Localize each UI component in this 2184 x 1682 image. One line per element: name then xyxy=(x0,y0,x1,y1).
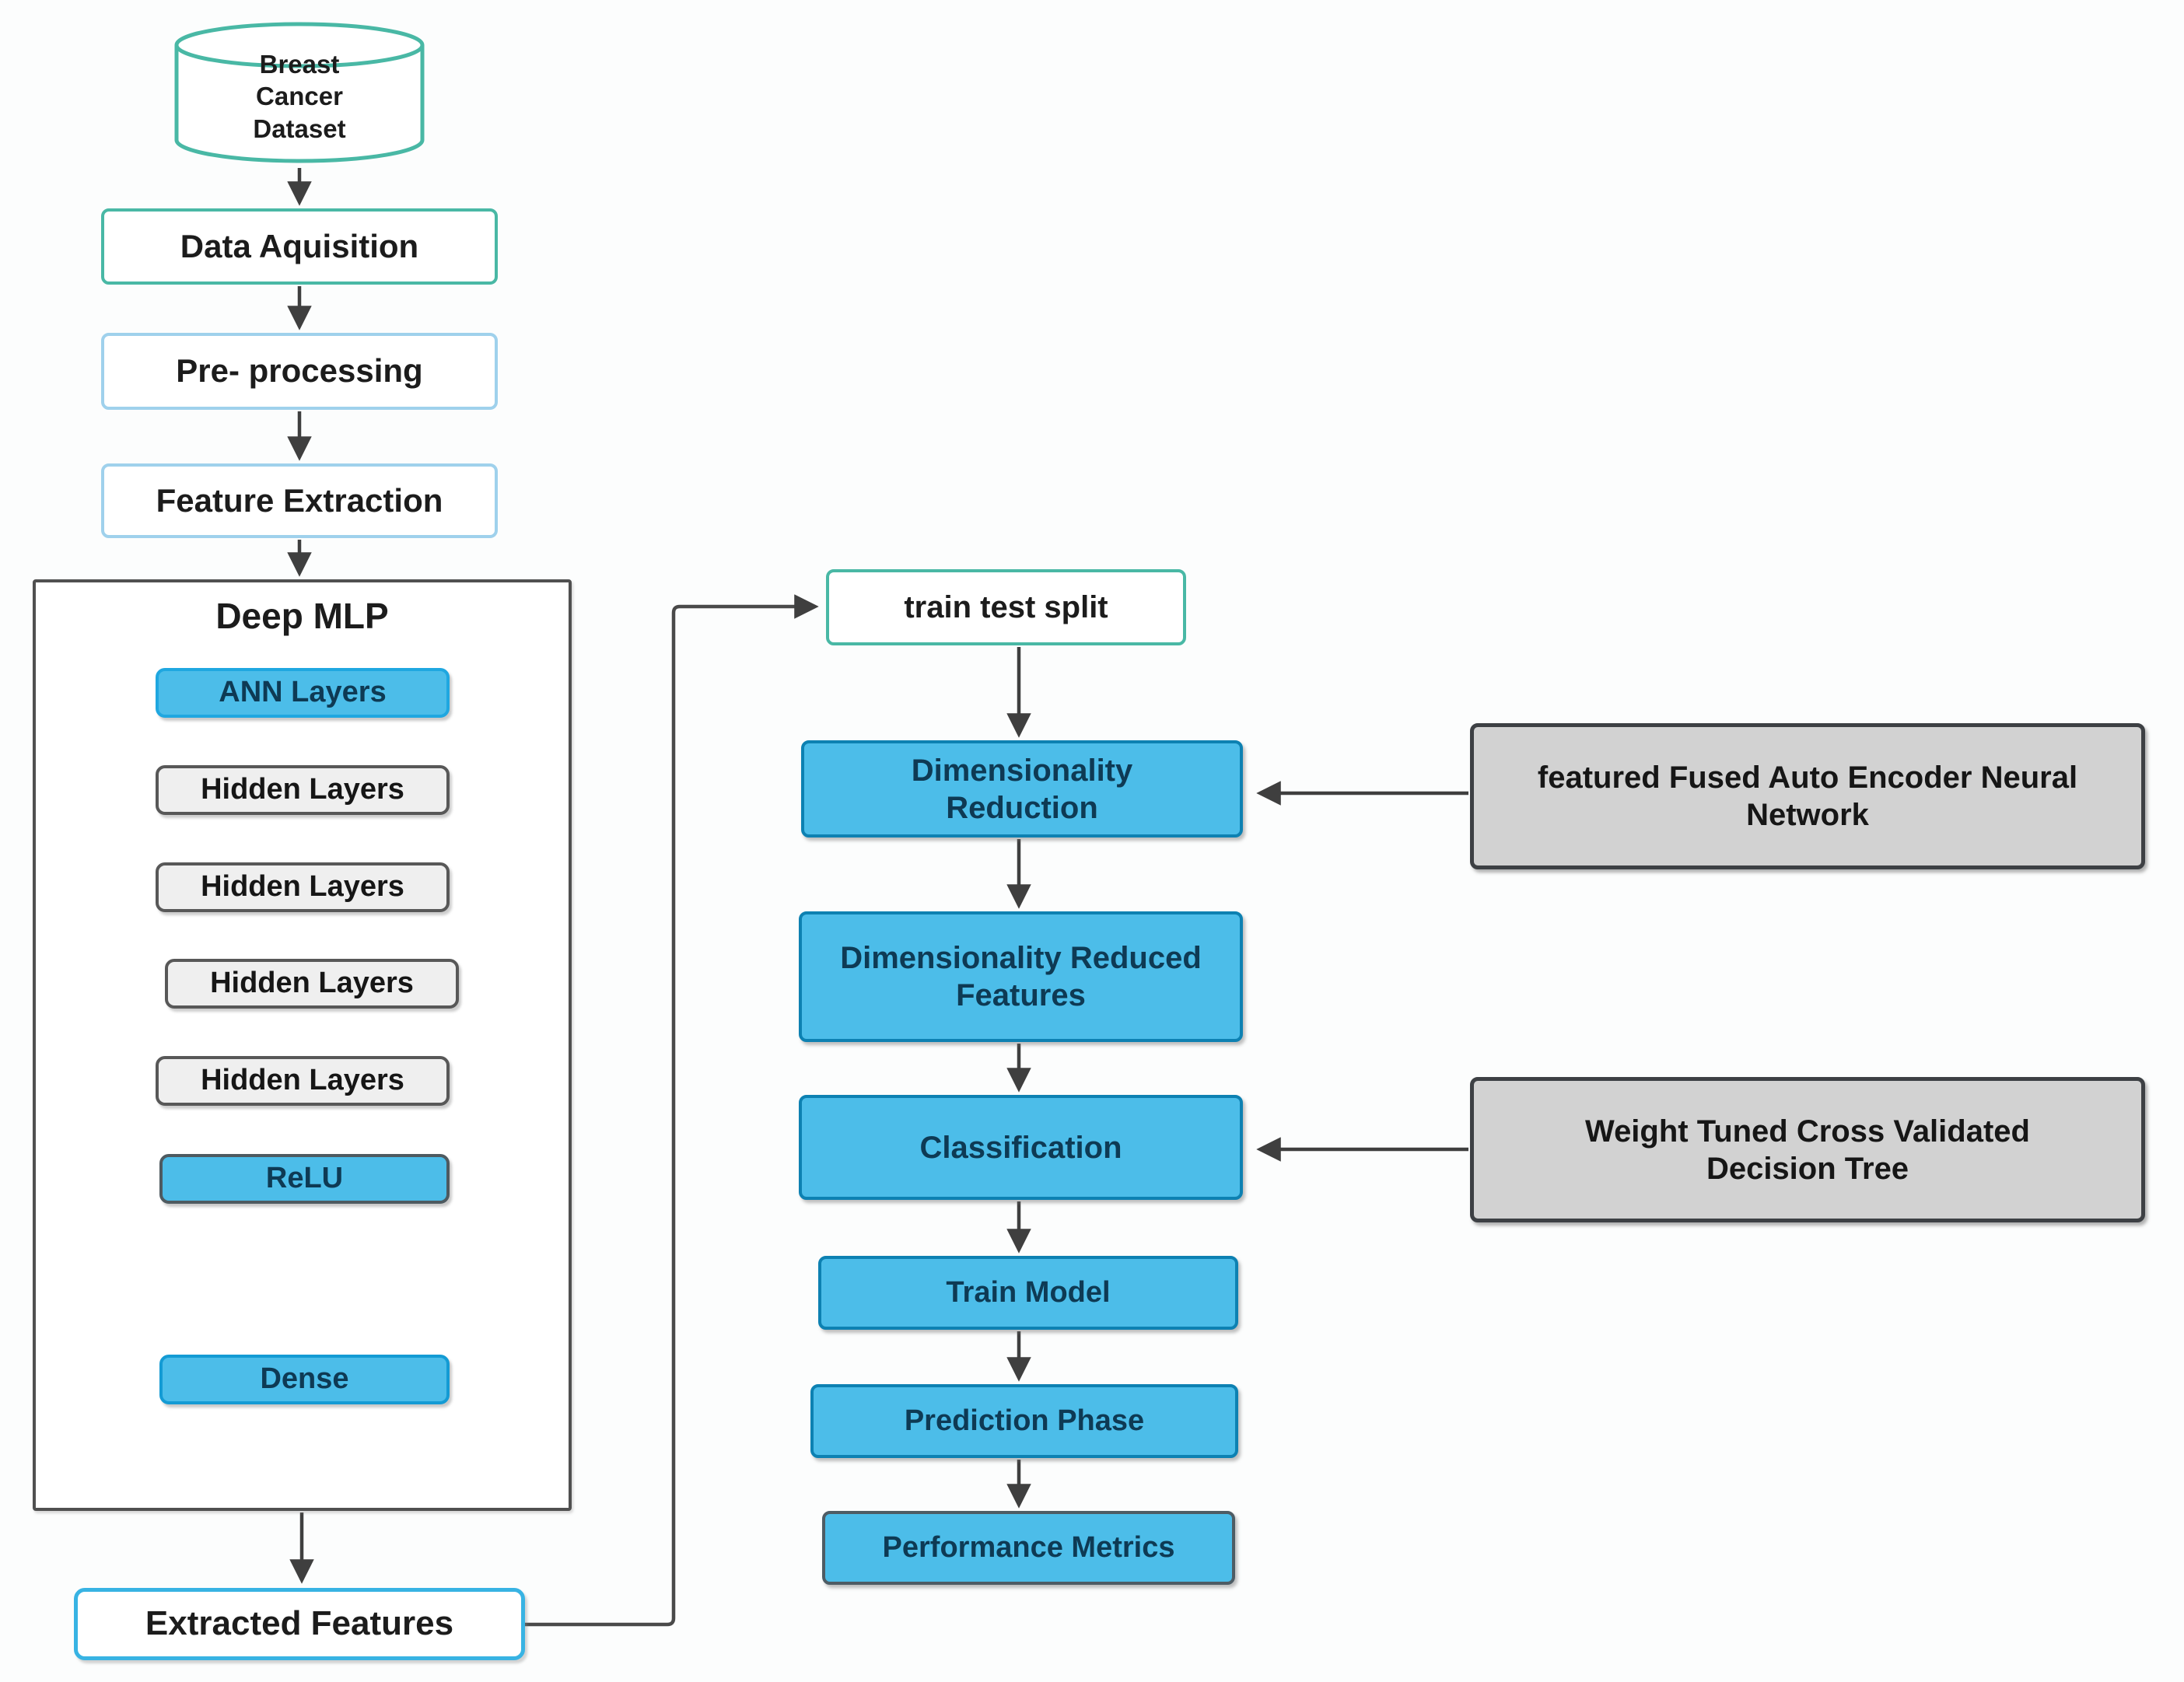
dense-node: Dense xyxy=(159,1355,450,1404)
classification-label: Classification xyxy=(919,1130,1122,1165)
pre-processing-label: Pre- processing xyxy=(176,352,423,390)
hidden-layers-label-4: Hidden Layers xyxy=(201,1064,404,1097)
classification-node: Classification xyxy=(799,1095,1243,1200)
dimensionality-reduced-features-label: Dimensionality Reduced Features xyxy=(840,941,1202,1012)
relu-node: ReLU xyxy=(159,1154,450,1204)
relu-label: ReLU xyxy=(265,1162,344,1195)
decision-tree-node: Weight Tuned Cross Validated Decision Tr… xyxy=(1470,1077,2145,1222)
fused-auto-encoder-node: featured Fused Auto Encoder Neural Netwo… xyxy=(1470,723,2145,869)
ann-layers-node: ANN Layers xyxy=(156,668,450,718)
dimensionality-reduction-node: Dimensionality Reduction xyxy=(801,740,1243,838)
ann-layers-label: ANN Layers xyxy=(219,676,387,709)
hidden-layers-node-2: Hidden Layers xyxy=(156,862,450,912)
decision-tree-label: Weight Tuned Cross Validated Decision Tr… xyxy=(1585,1114,2030,1186)
prediction-phase-node: Prediction Phase xyxy=(810,1384,1238,1458)
hidden-layers-label-1: Hidden Layers xyxy=(201,773,404,806)
hidden-layers-label-3: Hidden Layers xyxy=(210,967,414,1000)
hidden-layers-label-2: Hidden Layers xyxy=(201,870,404,904)
extracted-features-node: Extracted Features xyxy=(74,1588,525,1660)
prediction-phase-label: Prediction Phase xyxy=(904,1404,1145,1437)
data-aquisition-step: Data Aquisition xyxy=(101,208,498,285)
dataset-cylinder-label: Breast Cancer Dataset xyxy=(222,50,377,143)
data-aquisition-label: Data Aquisition xyxy=(180,227,419,264)
train-model-node: Train Model xyxy=(818,1256,1238,1330)
dimensionality-reduction-label: Dimensionality Reduction xyxy=(911,753,1133,825)
hidden-layers-node-1: Hidden Layers xyxy=(156,765,450,815)
extracted-features-label: Extracted Features xyxy=(145,1604,454,1643)
feature-extraction-step: Feature Extraction xyxy=(101,463,498,538)
fused-auto-encoder-label: featured Fused Auto Encoder Neural Netwo… xyxy=(1537,761,2078,832)
database-cylinder-icon xyxy=(174,22,425,163)
train-model-label: Train Model xyxy=(946,1275,1111,1309)
pre-processing-step: Pre- processing xyxy=(101,333,498,410)
dimensionality-reduced-features-node: Dimensionality Reduced Features xyxy=(799,911,1243,1042)
train-test-split-node: train test split xyxy=(826,569,1186,645)
hidden-layers-node-4: Hidden Layers xyxy=(156,1056,450,1106)
dense-label: Dense xyxy=(260,1362,349,1396)
deep-mlp-title: Deep MLP xyxy=(33,593,572,641)
deep-mlp-title-text: Deep MLP xyxy=(215,596,389,637)
performance-metrics-label: Performance Metrics xyxy=(882,1530,1175,1564)
performance-metrics-node: Performance Metrics xyxy=(822,1511,1235,1585)
dataset-label: Breast Cancer Dataset xyxy=(253,50,346,143)
connector-extracted-to-traintestsplit xyxy=(525,594,819,1627)
feature-extraction-label: Feature Extraction xyxy=(156,481,443,519)
train-test-split-label: train test split xyxy=(904,590,1108,624)
hidden-layers-node-3: Hidden Layers xyxy=(165,959,459,1009)
